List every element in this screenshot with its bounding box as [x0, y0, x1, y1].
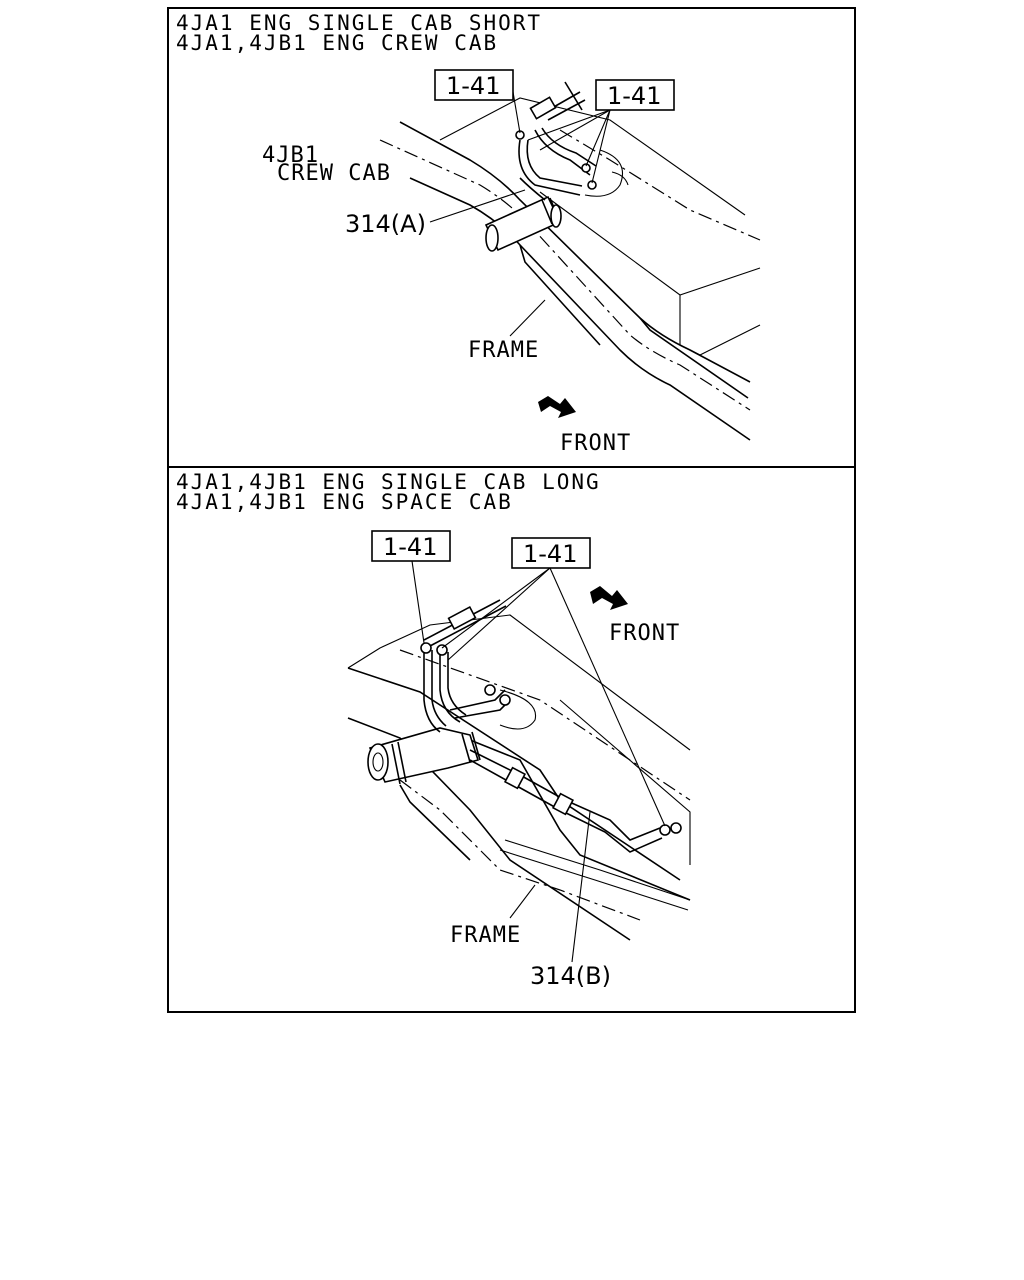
callout-right-top-label: 1-41 — [607, 82, 661, 110]
front-arrow-icon — [590, 586, 628, 610]
callout-left-bottom-label: 1-41 — [383, 533, 437, 561]
frame-rail-top — [379, 121, 751, 441]
frame-label-top-text: FRAME — [468, 338, 539, 363]
filler-neck-bottom — [367, 727, 481, 785]
front-label-top: FRONT — [560, 431, 631, 456]
filler-neck-top — [484, 195, 562, 252]
part-ref-314b-label: 314(B) — [530, 962, 611, 990]
callout-right-bottom-label: 1-41 — [523, 540, 577, 568]
panel-bottom-header-line2: 4JA1,4JB1 ENG SPACE CAB — [176, 490, 513, 514]
engine-note-line1: 4JB1 — [262, 143, 319, 168]
callout-1-41-left-top: 1-41 — [434, 69, 521, 134]
panel-bottom-header-line1: 4JA1,4JB1 ENG SINGLE CAB LONG — [176, 470, 601, 494]
callout-left-top-label: 1-41 — [446, 72, 500, 100]
fuel-tank-bottom — [347, 614, 691, 865]
frame-label-bottom: FRAME — [450, 884, 536, 948]
part-ref-314a-label: 314(A) — [345, 210, 426, 238]
part-ref-314a: 314(A) — [345, 189, 526, 238]
callout-1-41-right-top: 1-41 — [527, 79, 675, 184]
panel-top-header-line1: 4JA1 ENG SINGLE CAB SHORT — [176, 11, 542, 35]
engine-note-line2: CREW CAB — [277, 161, 391, 186]
frame-label-bottom-text: FRAME — [450, 923, 521, 948]
vent-hoses-bottom — [420, 599, 682, 853]
fuel-tank-top — [439, 97, 761, 356]
callout-1-41-right-bottom: 1-41 — [441, 537, 666, 827]
part-ref-314b: 314(B) — [530, 811, 611, 990]
panel-bottom: 4JA1,4JB1 ENG SINGLE CAB LONG 4JA1,4JB1 … — [176, 470, 691, 990]
panel-top-header-line2: 4JA1,4JB1 ENG CREW CAB — [176, 31, 498, 55]
panel-top: 4JA1 ENG SINGLE CAB SHORT 4JA1,4JB1 ENG … — [176, 11, 761, 456]
front-arrow-icon — [538, 396, 576, 418]
frame-rail-bottom — [347, 667, 691, 941]
diagram-border — [167, 7, 856, 1013]
callout-1-41-left-bottom: 1-41 — [371, 530, 451, 644]
frame-label-top: FRAME — [468, 299, 546, 363]
vent-hoses-top — [515, 81, 597, 201]
front-label-bottom: FRONT — [609, 621, 680, 646]
